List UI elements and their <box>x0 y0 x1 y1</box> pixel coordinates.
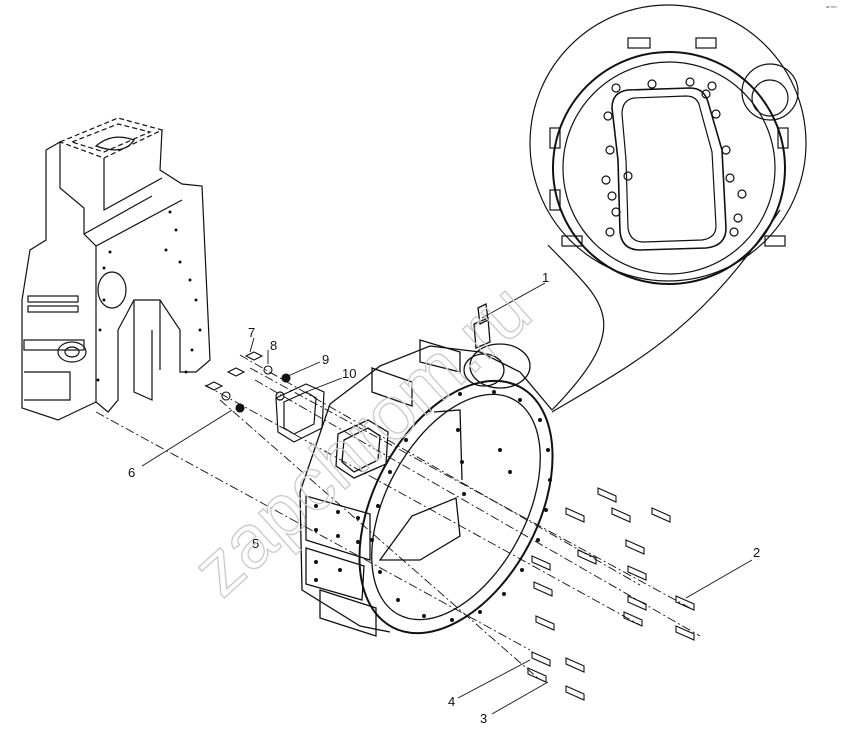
callout-9: 9 <box>322 352 329 367</box>
callout-8: 8 <box>270 338 277 353</box>
flywheel-housing <box>299 303 554 637</box>
inset-border <box>529 4 807 282</box>
callout-4: 4 <box>448 694 455 709</box>
callout-leaders <box>141 282 753 715</box>
watermark: zapchrom.ru <box>176 267 547 613</box>
callout-7: 7 <box>248 325 255 340</box>
callout-labels: 1 2 3 4 5 6 7 8 9 10 <box>128 270 760 726</box>
callout-3: 3 <box>480 711 487 726</box>
callout-2: 2 <box>753 545 760 560</box>
callout-6: 6 <box>128 465 135 480</box>
callout-10: 10 <box>342 366 356 381</box>
small-fasteners <box>204 351 291 413</box>
corner-tag: ᵃᴮ ⁰⁰⁰⁰ <box>826 5 837 10</box>
housing-holes <box>96 210 202 382</box>
loose-bolts <box>527 487 695 701</box>
rim-bolt-holes <box>314 390 552 622</box>
transmission-housing <box>21 117 211 421</box>
callout-5: 5 <box>252 536 259 551</box>
detail-inset <box>529 4 807 413</box>
callout-1: 1 <box>542 270 549 285</box>
inset-bolt-holes <box>601 77 747 237</box>
assembly-centerlines <box>95 354 701 681</box>
